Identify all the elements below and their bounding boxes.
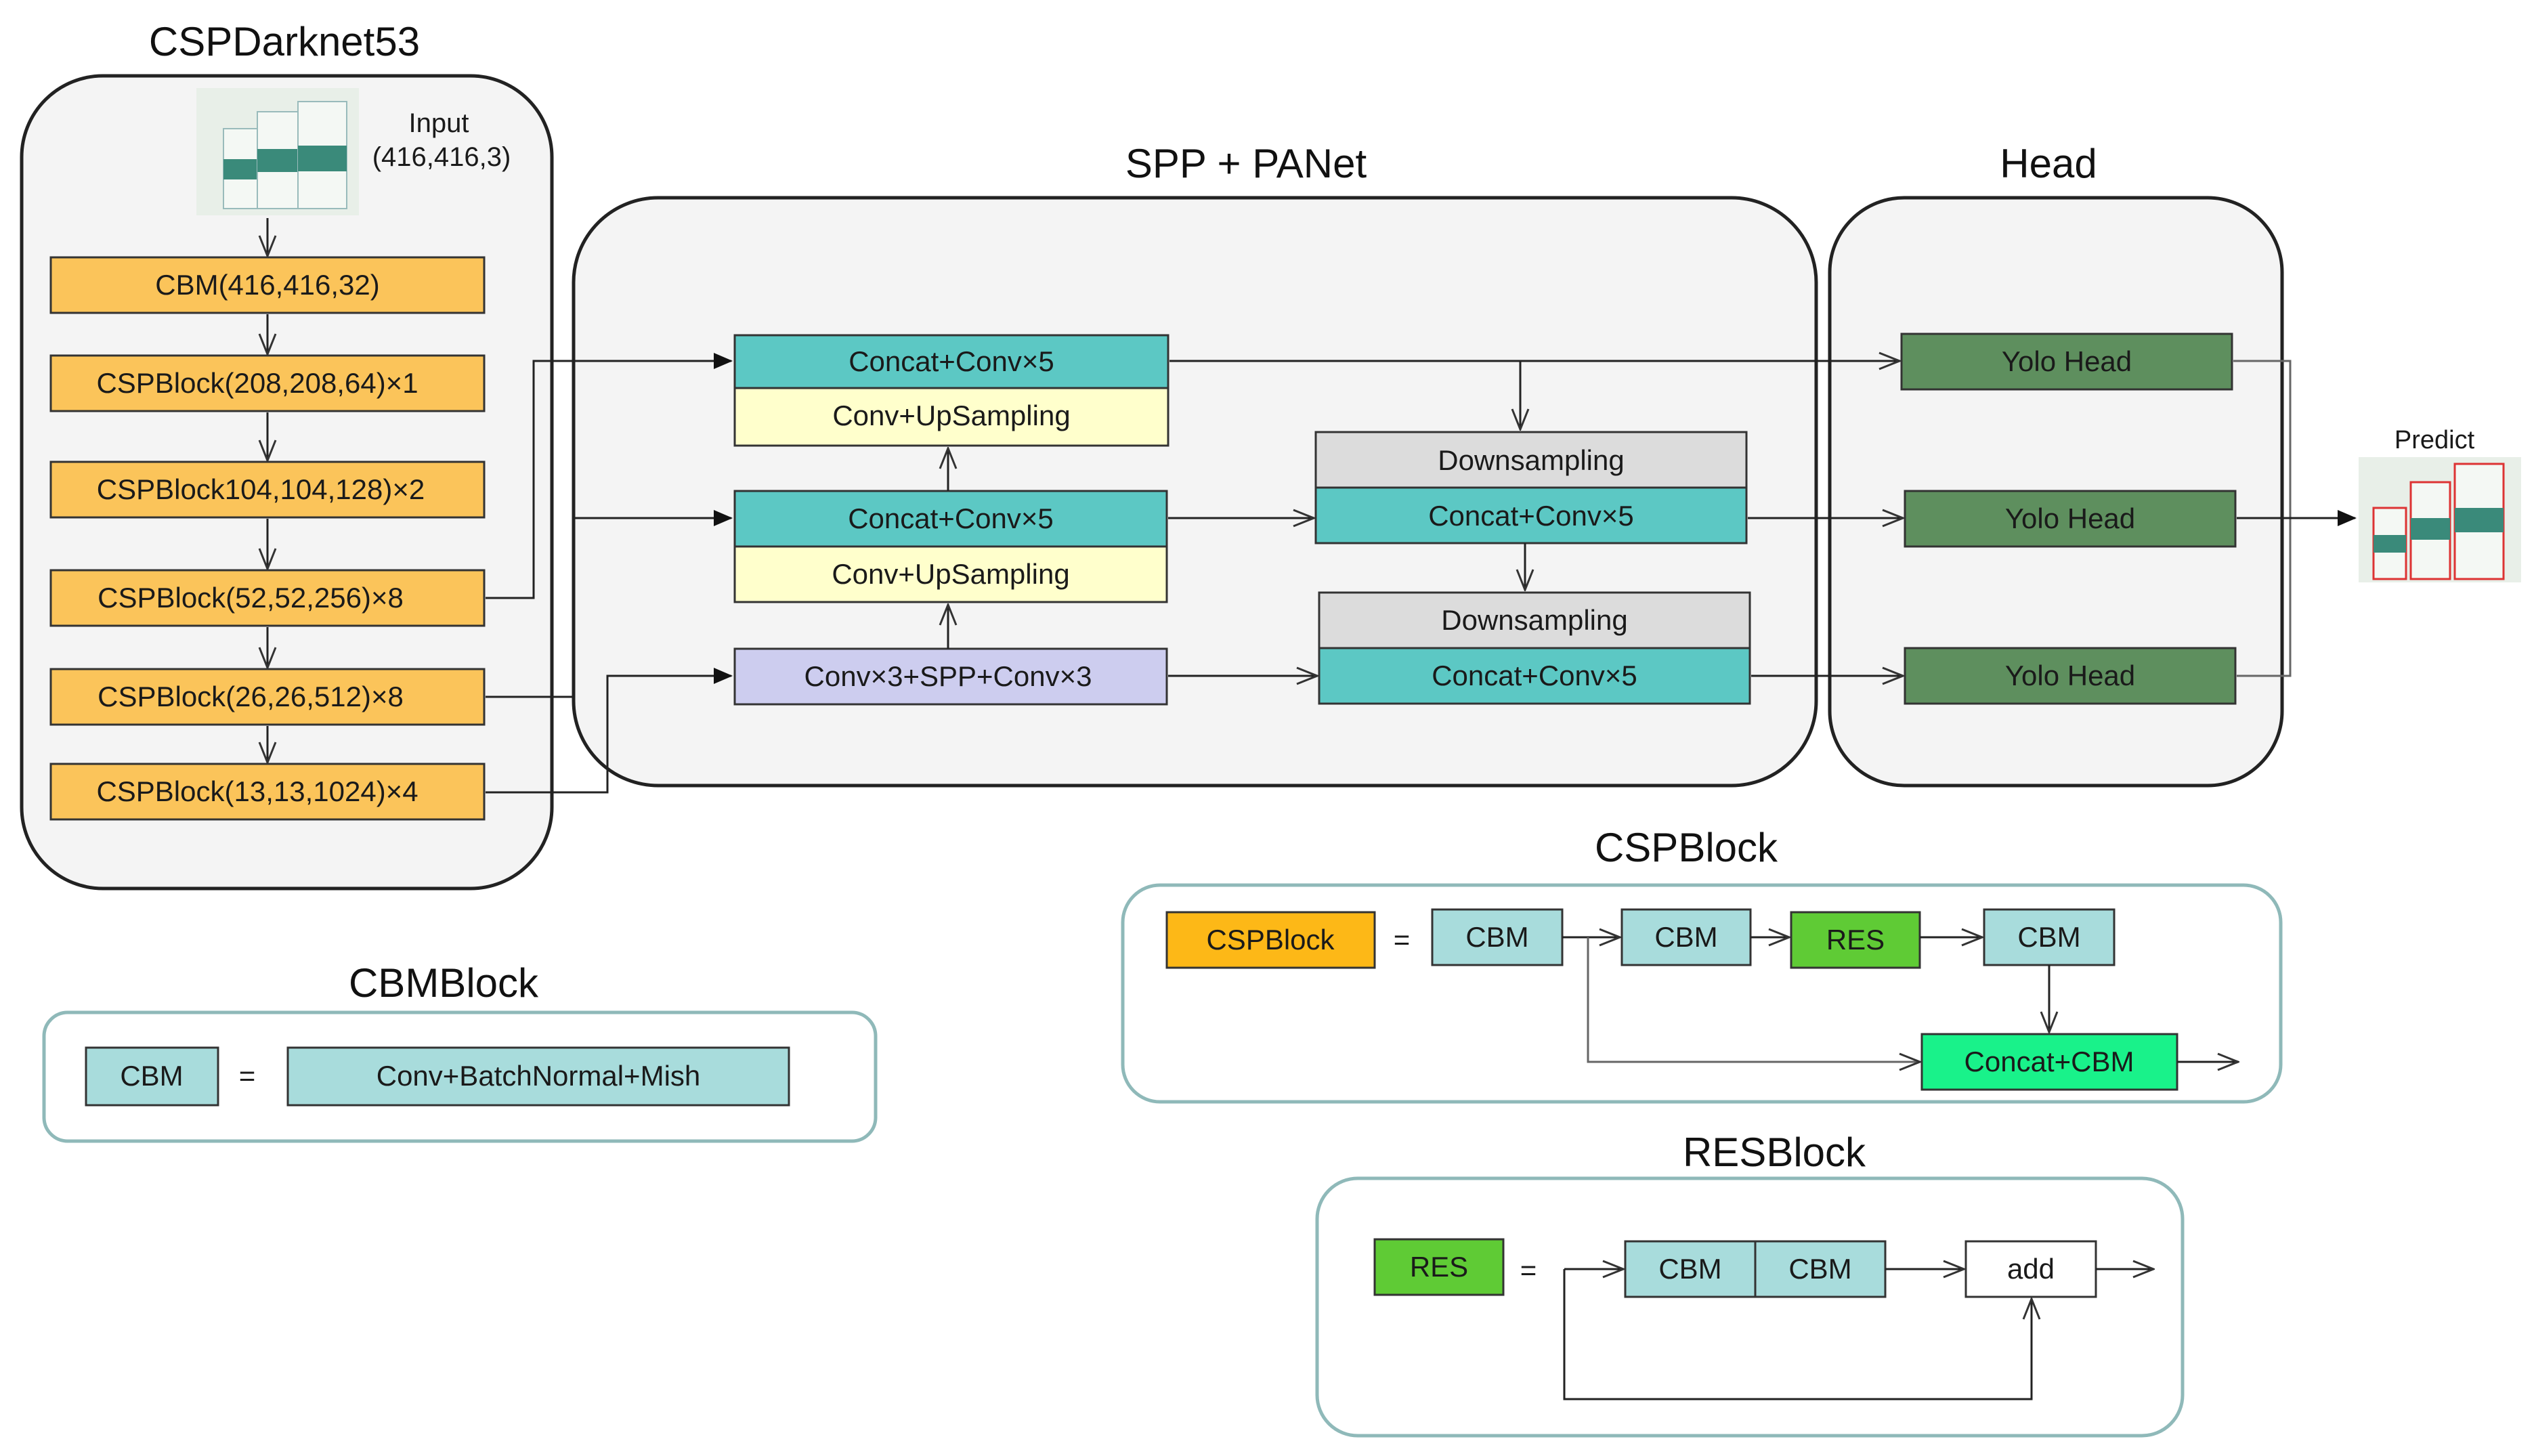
csp-block-equals: = — [1394, 924, 1411, 956]
yolo-head-0: Yolo Head — [1900, 333, 2233, 391]
csp-block-concat-label: Concat+CBM — [1964, 1046, 2134, 1077]
neck-title: SPP + PANet — [1125, 141, 1367, 186]
backbone-block-2: CSPBlock104,104,128)×2 — [49, 461, 486, 519]
yolo-head-label: Yolo Head — [2005, 660, 2135, 691]
spp-label: Conv×3+SPP+Conv×3 — [804, 660, 1092, 692]
backbone-block-box — [49, 256, 486, 314]
down2-concat-label: Concat+Conv×5 — [1432, 660, 1637, 691]
backbone-block-label: CSPBlock(52,52,256)×8 — [98, 582, 404, 614]
cbm-block-cbm-box — [85, 1046, 219, 1107]
res-block-cbm2-box — [1754, 1240, 1887, 1298]
backbone-block-5: CSPBlock(13,13,1024)×4 — [49, 763, 486, 821]
res-block-add-box — [1964, 1240, 2097, 1298]
yolo-head-label: Yolo Head — [2002, 345, 2132, 377]
res-block-name-label: RES — [1410, 1251, 1468, 1283]
csp-block-cbm3-label: CBM — [2017, 921, 2080, 953]
csp-block-cbm2-box — [1620, 908, 1752, 966]
backbone-block-4: CSPBlock(26,26,512)×8 — [49, 668, 486, 726]
middle-concat-box — [733, 490, 1168, 548]
main-connectors — [486, 361, 2357, 794]
res-block-group — [1315, 1176, 2185, 1438]
backbone-block-box — [49, 668, 486, 726]
backbone-block-1: CSPBlock(208,208,64)×1 — [49, 354, 486, 412]
down1-label: Downsampling — [1438, 444, 1624, 476]
yolo-head-box — [1904, 490, 2237, 548]
backbone-block-3: CSPBlock(52,52,256)×8 — [49, 569, 486, 627]
yolo-head-box — [1904, 647, 2237, 705]
neck-spp: Conv×3+SPP+Conv×3 — [733, 647, 1168, 706]
down2-concat-box — [1318, 647, 1751, 705]
backbone-block-label: CSPBlock(208,208,64)×1 — [96, 367, 418, 399]
backbone-block-label: CSPBlock104,104,128)×2 — [97, 473, 425, 505]
backbone-block-box — [49, 354, 486, 412]
csp-block-concat-box — [1920, 1033, 2178, 1091]
upper-upsampling-box — [733, 387, 1169, 447]
res-block-connectors — [1563, 1269, 2153, 1400]
cbm-block-def-label: Conv+BatchNormal+Mish — [377, 1060, 701, 1092]
yolo-head-1: Yolo Head — [1904, 490, 2237, 548]
middle-upsampling-label: Conv+UpSampling — [832, 558, 1069, 590]
yolo-head-2: Yolo Head — [1904, 647, 2237, 705]
neck-middle-pair: Concat+Conv×5 Conv+UpSampling — [733, 490, 1168, 603]
yolo-head-label: Yolo Head — [2005, 502, 2135, 534]
upper-concat-box — [733, 334, 1169, 389]
cbm-block-equals: = — [239, 1060, 256, 1092]
predict-label: Predict — [2395, 426, 2475, 454]
down2-box — [1318, 591, 1751, 649]
res-block-equals: = — [1520, 1254, 1537, 1286]
backbone-title: CSPDarknet53 — [149, 19, 420, 64]
neck-down2: Downsampling Concat+Conv×5 — [1318, 591, 1751, 705]
backbone-block-box — [49, 461, 486, 519]
csp-block-res-box — [1790, 911, 1921, 969]
csp-block-connectors — [1562, 937, 2238, 1062]
head-title: Head — [2000, 141, 2097, 186]
input-shape: (416,416,3) — [372, 142, 511, 172]
upper-concat-label: Concat+Conv×5 — [849, 345, 1054, 377]
backbone-block-label: CSPBlock(26,26,512)×8 — [98, 681, 404, 712]
down2-label: Downsampling — [1441, 604, 1627, 636]
csp-block-title: CSPBlock — [1595, 825, 1778, 870]
res-block-cbm1-label: CBM — [1658, 1253, 1721, 1285]
middle-concat-label: Concat+Conv×5 — [848, 502, 1054, 534]
csp-block-res-label: RES — [1826, 924, 1885, 956]
csp-block-name-label: CSPBlock — [1206, 924, 1335, 956]
upper-upsampling-label: Conv+UpSampling — [832, 400, 1070, 431]
res-block-cbm1-box — [1624, 1240, 1757, 1298]
res-block-title: RESBlock — [1683, 1130, 1866, 1175]
backbone-block-0: CBM(416,416,32) — [49, 256, 486, 314]
input-image — [196, 88, 359, 215]
neck-down1: Downsampling Concat+Conv×5 — [1314, 431, 1748, 544]
res-block-cbm2-label: CBM — [1788, 1253, 1851, 1285]
csp-block-cbm1-label: CBM — [1465, 921, 1528, 953]
backbone-block-box — [49, 763, 486, 821]
cbm-block-cbm-label: CBM — [120, 1060, 183, 1092]
cbm-block-title: CBMBlock — [349, 960, 539, 1006]
backbone-block-label: CBM(416,416,32) — [155, 269, 380, 301]
csp-block-cbm2-label: CBM — [1654, 921, 1717, 953]
input-label: Input — [409, 108, 469, 138]
cbm-block-def-box — [286, 1046, 790, 1107]
spp-box — [733, 647, 1168, 706]
backbone-block-label: CSPBlock(13,13,1024)×4 — [96, 775, 418, 807]
predict-image — [2359, 457, 2521, 582]
res-block-name-box — [1373, 1238, 1505, 1296]
res-block-add-label: add — [2007, 1253, 2055, 1285]
middle-upsampling-box — [733, 545, 1168, 603]
backbone-block-box — [49, 569, 486, 627]
down1-concat-label: Concat+Conv×5 — [1428, 500, 1634, 532]
down1-box — [1314, 431, 1748, 489]
yolo-head-box — [1900, 333, 2233, 391]
down1-concat-box — [1314, 486, 1748, 544]
csp-block-name-box — [1165, 911, 1376, 969]
csp-block-cbm3-box — [1983, 908, 2116, 966]
neck-upper-pair: Concat+Conv×5 Conv+UpSampling — [733, 334, 1169, 447]
